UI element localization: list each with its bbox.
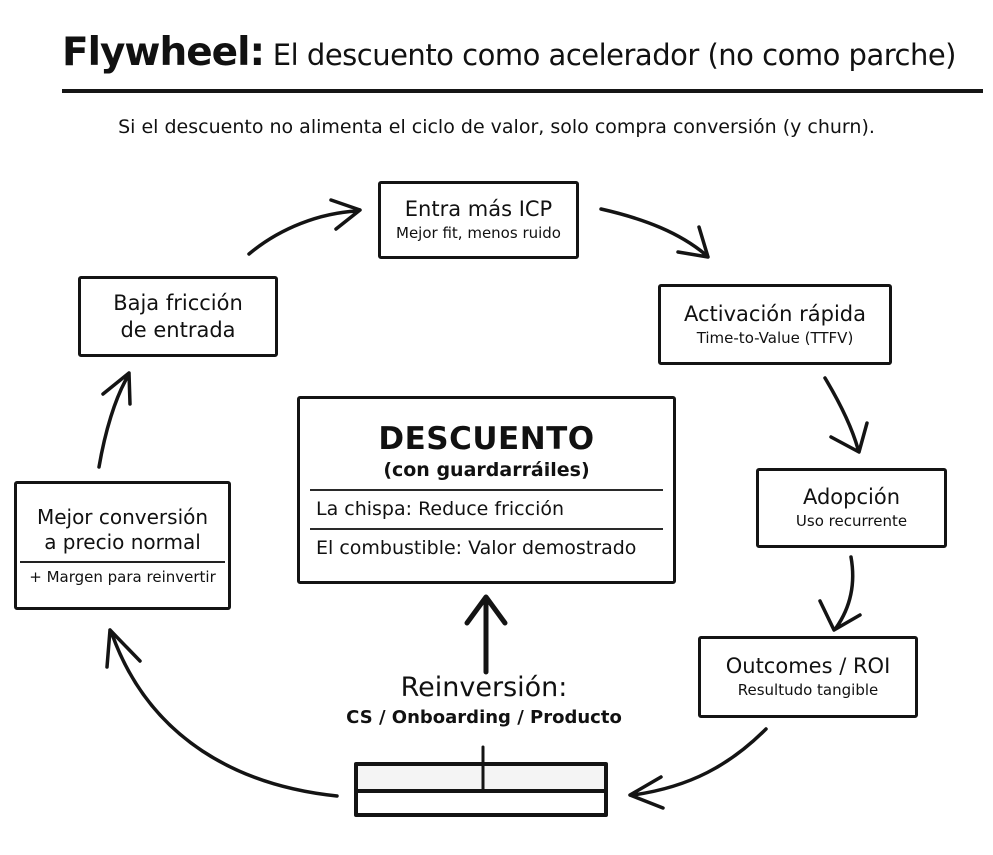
title-brand: Flywheel:	[62, 30, 265, 75]
node-baja-friccion: Baja fricción de entrada	[78, 276, 278, 357]
node-outcomes-roi: Outcomes / ROI Resultudo tangible	[698, 636, 918, 718]
node-adopcion-title: Adopción	[802, 485, 901, 510]
node-activacion-subtitle: Time-to-Value (TTFV)	[696, 328, 854, 347]
descuento-row-chispa: La chispa: Reduce fricción	[316, 498, 565, 520]
node-entra-icp-subtitle: Mejor fit, menos ruido	[396, 224, 561, 243]
arrow-baja-to-entra	[247, 198, 362, 256]
node-outcomes-roi-subtitle: Resultudo tangible	[737, 681, 879, 700]
arrow-outcomes-to-bar	[628, 727, 768, 810]
arrow-adopcion-to-outcomes	[818, 555, 862, 632]
node-mejor-conversion-note: + Margen para reinvertir	[29, 568, 216, 586]
reinversion-bar-top-section	[358, 766, 604, 793]
node-mejor-conversion-divider	[20, 561, 225, 563]
descuento-divider-2	[310, 528, 663, 530]
descuento-row-combustible: El combustible: Valor demostrado	[316, 537, 637, 559]
page-title: Flywheel: El descuento como acelerador (…	[62, 30, 983, 93]
reinversion-subtitle: CS / Onboarding / Producto	[346, 707, 622, 728]
page-subtitle: Si el descuento no alimenta el ciclo de …	[118, 116, 875, 138]
arrow-bar-to-mejor	[105, 628, 339, 798]
node-baja-friccion-line2: de entrada	[120, 317, 236, 342]
descuento-title: DESCUENTO	[378, 421, 595, 457]
node-activacion-title: Activación rápida	[684, 301, 866, 326]
title-rest: El descuento como acelerador (no como pa…	[264, 38, 957, 72]
arrow-entra-to-activacion	[599, 207, 710, 259]
node-baja-friccion-line1: Baja fricción	[113, 291, 243, 316]
center-descuento-box: DESCUENTO (con guardarráiles) La chispa:…	[297, 396, 676, 584]
node-entra-icp: Entra más ICP Mejor fit, menos ruido	[378, 181, 579, 259]
reinversion-title: Reinversión:	[400, 672, 568, 703]
node-adopcion-subtitle: Uso recurrente	[795, 512, 908, 531]
node-adopcion: Adopción Uso recurrente	[756, 468, 947, 548]
descuento-divider-1	[310, 489, 663, 491]
node-activacion: Activación rápida Time-to-Value (TTFV)	[658, 284, 892, 365]
arrow-mejor-to-baja	[97, 371, 132, 469]
descuento-subtitle: (con guardarráiles)	[383, 459, 590, 481]
node-entra-icp-title: Entra más ICP	[404, 197, 553, 222]
reinversion-label: Reinversión: CS / Onboarding / Producto	[334, 672, 634, 728]
node-outcomes-roi-title: Outcomes / ROI	[725, 654, 891, 679]
node-mejor-conversion-line1: Mejor conversión	[36, 505, 209, 529]
arrow-reinversion-to-descuento	[464, 594, 508, 675]
reinversion-bar	[354, 762, 608, 817]
node-mejor-conversion: Mejor conversión a precio normal + Marge…	[14, 481, 231, 610]
arrow-activacion-to-adopcion	[823, 376, 869, 454]
node-mejor-conversion-line2: a precio normal	[44, 530, 201, 554]
